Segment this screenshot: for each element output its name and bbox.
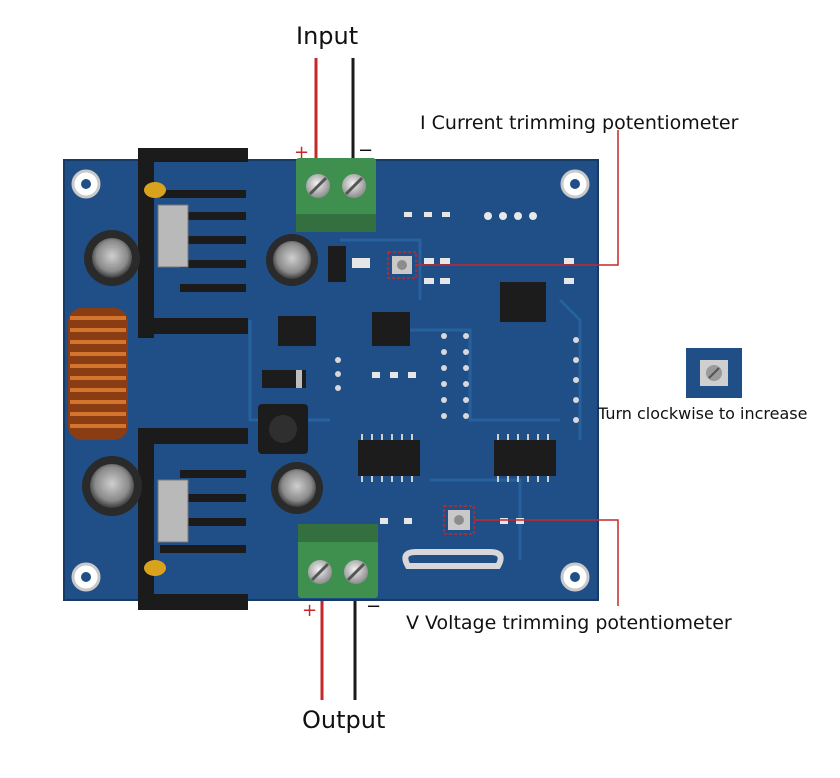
heatsink-top — [138, 148, 248, 338]
ic-u5 — [494, 440, 556, 476]
ic-u2 — [278, 316, 316, 346]
input-label: Input — [296, 22, 359, 50]
regulator-top — [157, 204, 189, 268]
clockwise-label: Turn clockwise to increase — [598, 404, 808, 423]
jumper-wire — [402, 549, 504, 569]
capacitor-c3 — [82, 456, 142, 516]
voltage-potentiometer — [443, 505, 475, 535]
input-plus-sign: + — [294, 142, 309, 163]
capacitor-c1 — [84, 230, 140, 286]
output-terminal — [298, 524, 378, 598]
heatsink-bottom — [138, 428, 248, 610]
output-label: Output — [302, 706, 386, 734]
output-minus-sign: − — [366, 596, 381, 617]
ic-u1 — [500, 282, 546, 322]
voltage-pointer-line — [474, 519, 619, 606]
current-pot-label: I Current trimming potentiometer — [420, 112, 739, 134]
potentiometer-closeup — [686, 348, 742, 398]
capacitor-c2 — [266, 234, 318, 286]
voltage-pot-label: V Voltage trimming potentiometer — [406, 612, 732, 634]
regulator-bottom — [157, 479, 189, 543]
ic-u6 — [372, 312, 410, 346]
current-pointer-line — [416, 130, 619, 266]
inductor — [68, 308, 128, 440]
input-terminal — [296, 158, 376, 232]
output-plus-sign: + — [302, 600, 317, 621]
capacitor-c5 — [271, 462, 323, 514]
header-pins — [484, 212, 537, 220]
current-potentiometer — [387, 251, 417, 279]
ic-u4 — [358, 440, 420, 476]
input-minus-sign: − — [358, 140, 373, 161]
